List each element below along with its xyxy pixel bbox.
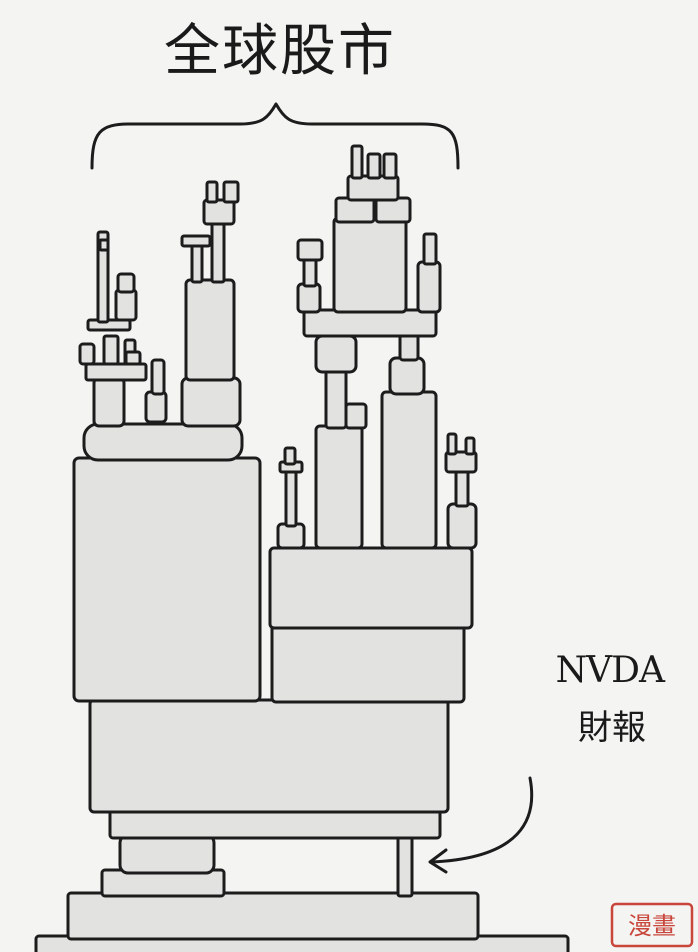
left-tiny-a [78,342,96,366]
right-small-top [283,446,297,466]
left-tiny-b [102,334,120,366]
right-col-a-stem [324,368,348,430]
right-col-b-cap [388,356,426,396]
main-mid-plate [108,808,442,840]
right-col-a-top [314,334,358,374]
upper-right-head-left [334,196,376,224]
left-tall-stick [96,230,110,324]
left-right-piece [144,390,168,424]
right-mid-block [270,623,466,704]
earnings-label: 財報 [578,708,646,748]
right-col-b [380,390,438,550]
page-title: 全球股市 [164,19,396,84]
left-tiny-d [124,350,142,366]
upper-right-side [416,260,442,314]
upper-right-body [332,216,408,314]
lm-top-nub-a [205,180,219,204]
upper-left-side-stem [302,256,318,288]
far-right-stem [454,468,470,508]
upper-right-side-top [422,232,438,266]
right-small-stick [284,468,298,528]
lm-stick-b [210,220,226,284]
upper-right-head-right [374,196,412,224]
upper-crown-nub-a [350,144,364,180]
lm-top-nub-b [222,180,240,204]
upper-crown-nub-b [366,152,382,180]
left-rounded-base [82,422,244,462]
upper-right-crown [346,174,400,202]
lm-crossbar [180,234,212,248]
far-right-nub-b [464,436,476,456]
upper-right-platform [302,308,438,338]
base-wide-block [66,891,480,941]
seal-stamp [610,902,694,948]
right-col-a-cap [344,402,368,430]
right-upper-block [268,546,474,630]
lm-top-block [202,198,236,226]
left-column-small [92,376,126,428]
nvda-label: NVDA [555,650,665,691]
left-side-block [114,288,138,322]
lm-bottom-block [180,376,242,428]
nvda-arrowhead [428,848,448,874]
right-col-b-top [398,332,420,362]
left-plate [84,362,148,382]
curly-brace [90,102,460,170]
lm-tall-block [184,278,236,382]
right-small-block [276,522,306,550]
left-stick-top [98,238,110,252]
right-col-a [314,424,364,550]
upper-left-side [296,282,322,314]
main-lower-block [88,698,450,814]
nvda-arrow [430,776,534,864]
base-left-cushion [118,833,216,875]
upper-crown-nub-c [382,152,398,180]
far-right-head [444,450,478,474]
seal-text: 漫畫 [628,912,676,940]
left-side-cap [116,272,136,294]
far-right-block [446,502,478,550]
left-big-block [72,456,262,703]
left-right-cap [150,358,166,396]
far-right-nub-a [446,432,458,456]
upper-left-side-top [296,238,324,262]
nvda-support-post [396,832,414,898]
